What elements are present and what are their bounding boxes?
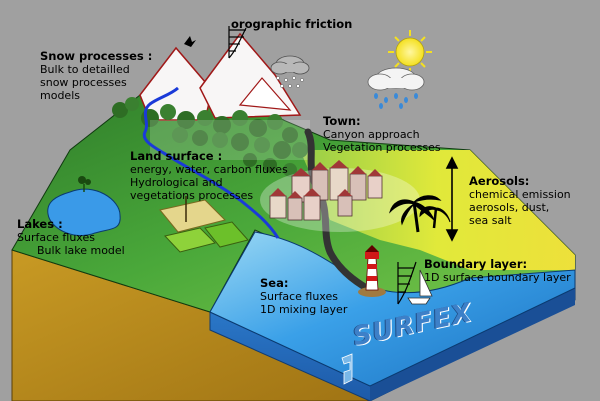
lakes-title: Lakes : <box>17 217 63 231</box>
land-line: Hydrological and <box>130 176 223 189</box>
aerosols-line: aerosols, dust, <box>469 201 550 214</box>
lake <box>47 188 121 236</box>
field-green-1 <box>164 227 216 253</box>
sun-icon <box>388 30 432 74</box>
logo-wave-mark <box>341 353 353 385</box>
snow-processes-label: Snow processes : Bulk to detailled snow … <box>40 49 153 103</box>
palm-trees <box>389 195 451 233</box>
boundary-line: 1D surface boundary layer <box>424 271 571 284</box>
road <box>304 128 374 294</box>
sea-front-face <box>370 288 575 401</box>
town-title: Town: <box>323 114 361 128</box>
rain-cloud-icon <box>367 67 425 109</box>
town-line: Canyon approach <box>323 128 420 141</box>
boundary-layer-label: Boundary layer: 1D surface boundary laye… <box>424 257 571 285</box>
boundary-profile <box>397 261 417 305</box>
river <box>142 86 280 239</box>
sailboat <box>407 269 433 305</box>
lakes-label: Lakes : Surface fluxes Bulk lake model <box>17 217 125 258</box>
bush <box>78 176 91 192</box>
lighthouse <box>358 245 386 297</box>
lakes-line: Surface fluxes <box>17 231 95 244</box>
forest <box>112 97 308 177</box>
hawk-icon <box>184 36 196 47</box>
snow-title: Snow processes : <box>40 49 153 63</box>
aerosols-line: chemical emission <box>469 188 571 201</box>
aerosols-label: Aerosols: chemical emission aerosols, du… <box>469 174 571 228</box>
sea-line: Surface fluxes <box>260 290 338 303</box>
field-yellow <box>159 199 226 233</box>
sea-label: Sea: Surface fluxes 1D mixing layer <box>260 276 348 317</box>
mountain-small <box>238 77 292 111</box>
lakes-line: Bulk lake model <box>37 244 125 257</box>
land-line: energy, water, carbon fluxes <box>130 163 288 176</box>
aerosol-arrow-icon <box>445 156 459 242</box>
boundary-title: Boundary layer: <box>424 257 528 271</box>
town-label: Town: Canyon approach Vegetation process… <box>323 114 441 155</box>
friction-profile <box>228 26 247 59</box>
orographic-title: orographic friction <box>231 17 353 31</box>
snow-line: snow processes <box>40 76 127 89</box>
town-buildings <box>269 160 383 221</box>
land-title: Land surface : <box>130 149 223 163</box>
hail-cloud-icon <box>270 55 310 88</box>
town-line: Vegetation processes <box>323 141 441 154</box>
aerosols-line: sea salt <box>469 214 512 227</box>
snow-line: Bulk to detailled <box>40 63 130 76</box>
haze-band <box>150 120 310 160</box>
snow-line: models <box>40 89 80 102</box>
land-line: vegetations processes <box>130 189 254 202</box>
land-surface-label: Land surface : energy, water, carbon flu… <box>130 149 288 203</box>
sea-title: Sea: <box>260 276 289 290</box>
sea-line: 1D mixing layer <box>260 303 348 316</box>
orographic-friction-label: orographic friction <box>231 18 352 31</box>
field-green-2 <box>204 221 249 248</box>
aerosols-title: Aerosols: <box>469 174 530 188</box>
